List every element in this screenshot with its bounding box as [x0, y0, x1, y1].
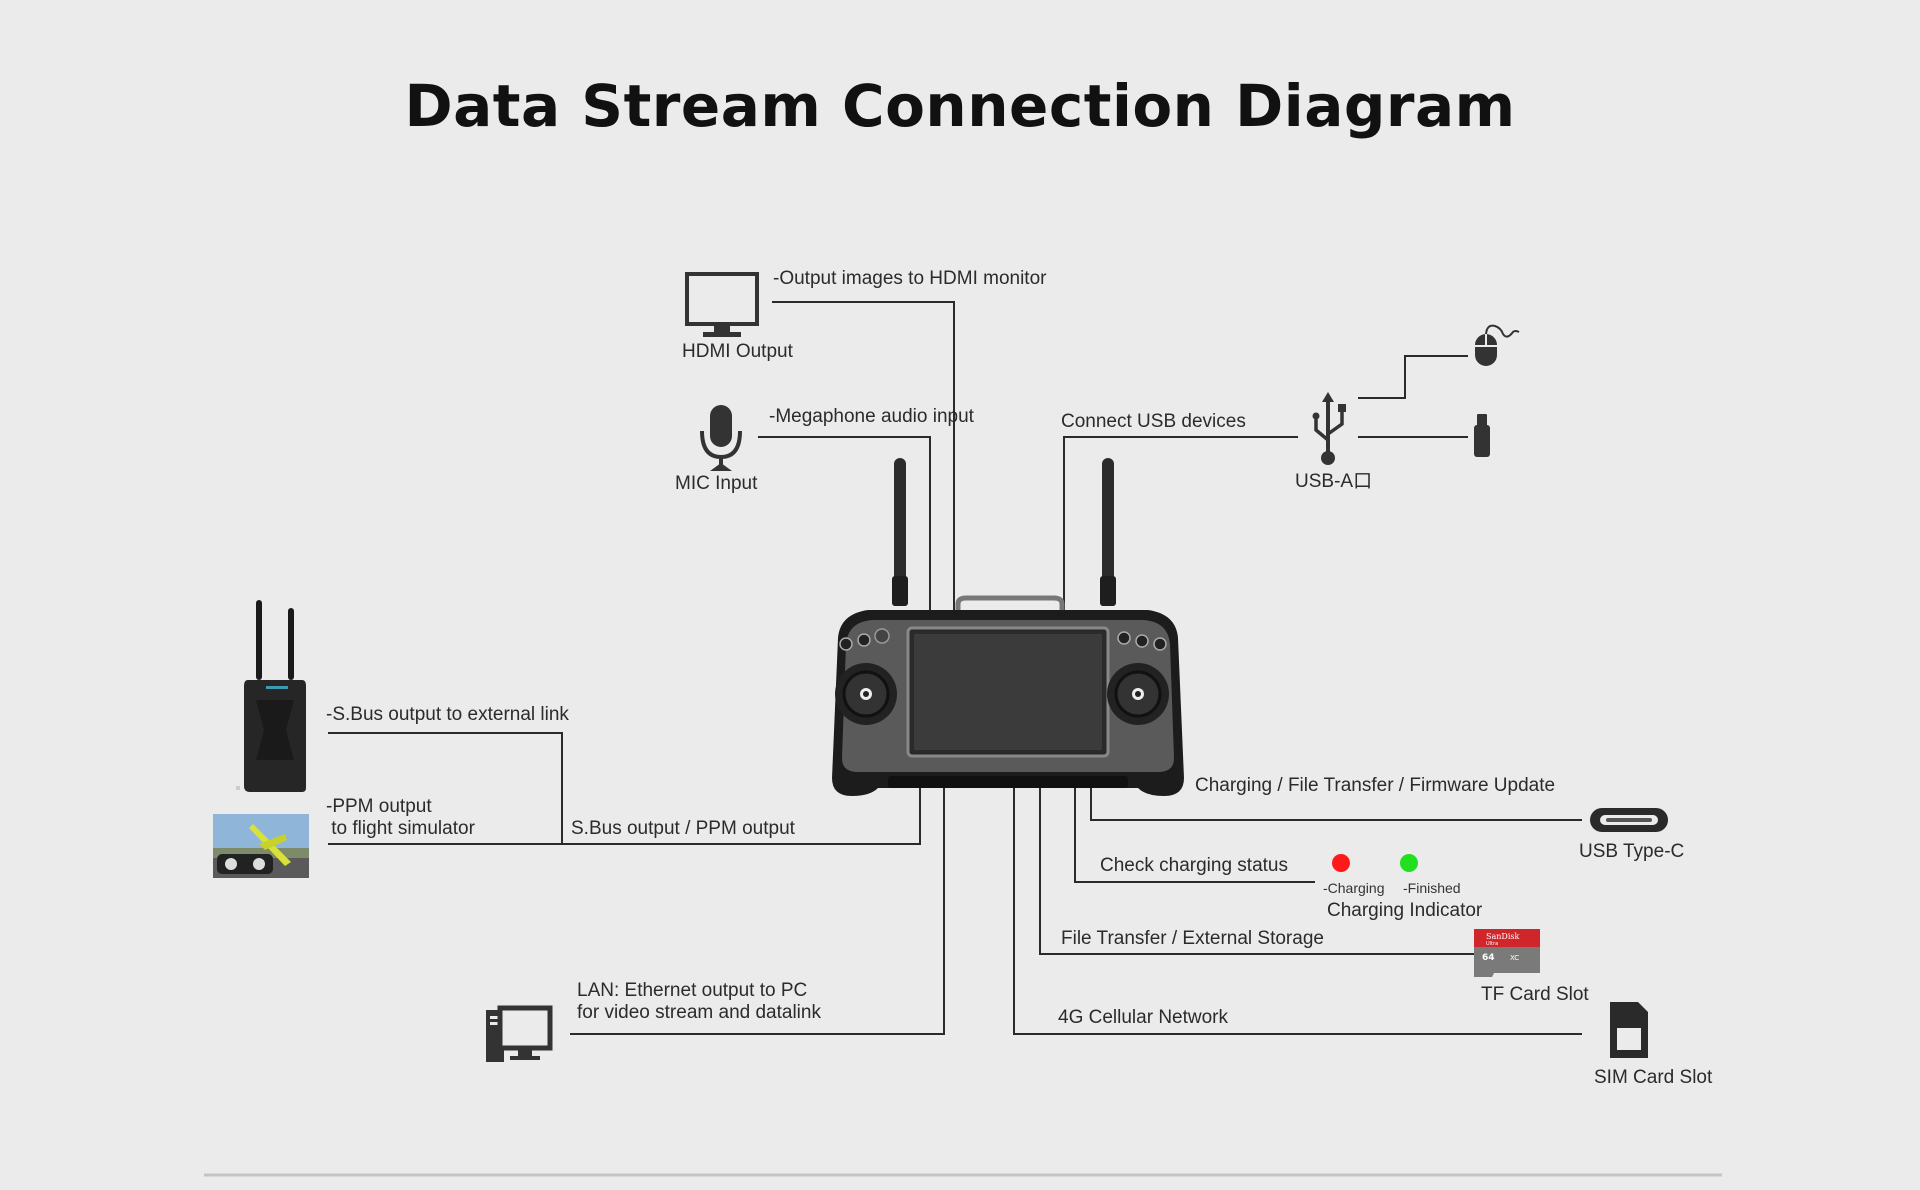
- charging-description: Charging / File Transfer / Firmware Upda…: [1195, 775, 1556, 796]
- file-transfer-label: File Transfer / External Storage: [1061, 928, 1324, 949]
- usb-c-port-icon: [1590, 808, 1668, 832]
- hdmi-output-label: HDMI Output: [682, 341, 793, 362]
- sbus-line: [328, 732, 563, 844]
- lan-line: [570, 785, 945, 1035]
- svg-text:XC: XC: [1510, 954, 1519, 962]
- mic-line: [758, 436, 931, 615]
- lan-description: LAN: Ethernet output to PC for video str…: [577, 980, 821, 1023]
- finished-led: [1400, 854, 1418, 872]
- charging-indicator-label: Charging Indicator: [1327, 900, 1483, 921]
- external-link-device: [236, 600, 306, 792]
- usb-mouse-line: [1358, 355, 1468, 399]
- sbus-ppm-label: S.Bus output / PPM output: [571, 818, 795, 839]
- file-transfer-line: [1039, 785, 1478, 955]
- charging-led: [1332, 854, 1350, 872]
- svg-text:64: 64: [1482, 953, 1495, 963]
- hdmi-line: [772, 301, 955, 615]
- charging-led-label: -Charging: [1323, 880, 1385, 896]
- tf-card-icon: SanDisk Ultra 64 XC: [1474, 929, 1540, 977]
- desktop-pc-icon: [486, 1005, 553, 1062]
- finished-led-label: -Finished: [1403, 880, 1461, 896]
- sbus-description: -S.Bus output to external link: [326, 704, 569, 725]
- monitor-icon: [685, 272, 759, 337]
- typec-line: [1090, 785, 1582, 821]
- svg-text:Ultra: Ultra: [1486, 941, 1498, 947]
- mic-description: -Megaphone audio input: [769, 406, 974, 427]
- hdmi-description: -Output images to HDMI monitor: [773, 268, 1047, 289]
- usb-stick-icon: [1474, 414, 1490, 457]
- check-charging-line: [1074, 785, 1315, 883]
- sim-card-icon: [1610, 1002, 1648, 1058]
- mic-input-label: MIC Input: [675, 473, 758, 494]
- cellular-line: [1013, 785, 1582, 1035]
- mouse-icon: [1475, 324, 1520, 366]
- check-charging-label: Check charging status: [1100, 855, 1288, 876]
- tf-card-slot-label: TF Card Slot: [1481, 984, 1589, 1005]
- cellular-network-label: 4G Cellular Network: [1058, 1007, 1228, 1028]
- svg-text:SanDisk: SanDisk: [1486, 932, 1519, 941]
- usb-line: [1063, 436, 1298, 615]
- usb-type-c-label: USB Type-C: [1579, 841, 1685, 862]
- sim-card-slot-label: SIM Card Slot: [1594, 1067, 1713, 1088]
- usb-description: Connect USB devices: [1061, 411, 1246, 432]
- ppm-description: -PPM output to flight simulator: [326, 796, 475, 839]
- page-title: Data Stream Connection Diagram: [404, 72, 1516, 140]
- usb-a-label: USB-A口: [1295, 471, 1373, 492]
- microphone-icon: [700, 405, 742, 471]
- usb-icon: [1312, 392, 1346, 465]
- ppm-line: [328, 785, 921, 845]
- flight-simulator-image: [213, 814, 309, 878]
- remote-controller: [832, 458, 1184, 796]
